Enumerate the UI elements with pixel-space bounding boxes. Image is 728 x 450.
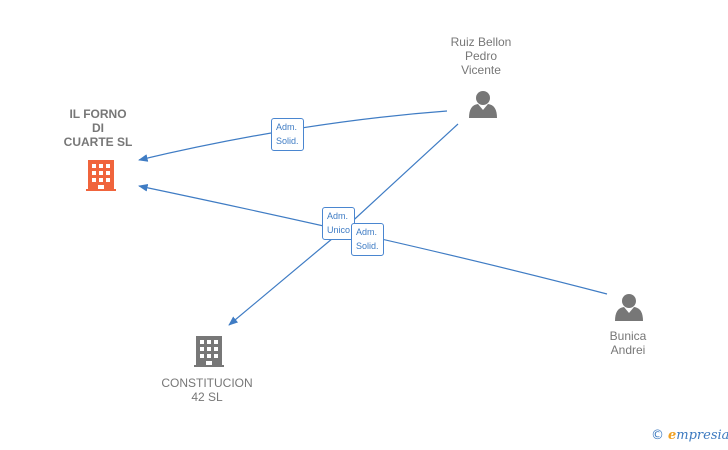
node-label-constitucion[interactable]: CONSTITUCION 42 SL — [161, 376, 253, 404]
building-icon-constitucion[interactable] — [194, 336, 224, 367]
person-icon-ruiz-bellon[interactable] — [469, 91, 497, 118]
copyright-icon: © — [651, 428, 664, 443]
role-line: Adm. — [327, 211, 349, 221]
node-label-bunica[interactable]: Bunica Andrei — [609, 329, 647, 357]
person-icon-bunica[interactable] — [615, 294, 643, 321]
role-box-bunica-ilforno: Adm. Solid. — [351, 223, 384, 256]
node-label-ruiz-bellon[interactable]: Ruiz Bellon Pedro Vicente — [450, 35, 512, 77]
role-line: Adm. — [356, 227, 378, 237]
role-box-ruiz-ilforno: Adm. Solid. — [271, 118, 304, 151]
empresia-watermark: © empresia — [651, 428, 728, 443]
role-line: Solid. — [356, 241, 379, 251]
role-line: Solid. — [276, 136, 299, 146]
role-box-ruiz-constitucion: Adm. Unico — [322, 207, 356, 240]
building-icon-il-forno[interactable] — [86, 160, 116, 191]
role-line: Adm. — [276, 122, 298, 132]
node-label-il-forno[interactable]: IL FORNO DI CUARTE SL — [63, 107, 133, 149]
brand-name: mpresia — [676, 428, 728, 443]
brand-initial: e — [668, 428, 677, 443]
role-line: Unico — [327, 225, 351, 235]
edge-bunica-to-ilforno — [138, 184, 608, 295]
